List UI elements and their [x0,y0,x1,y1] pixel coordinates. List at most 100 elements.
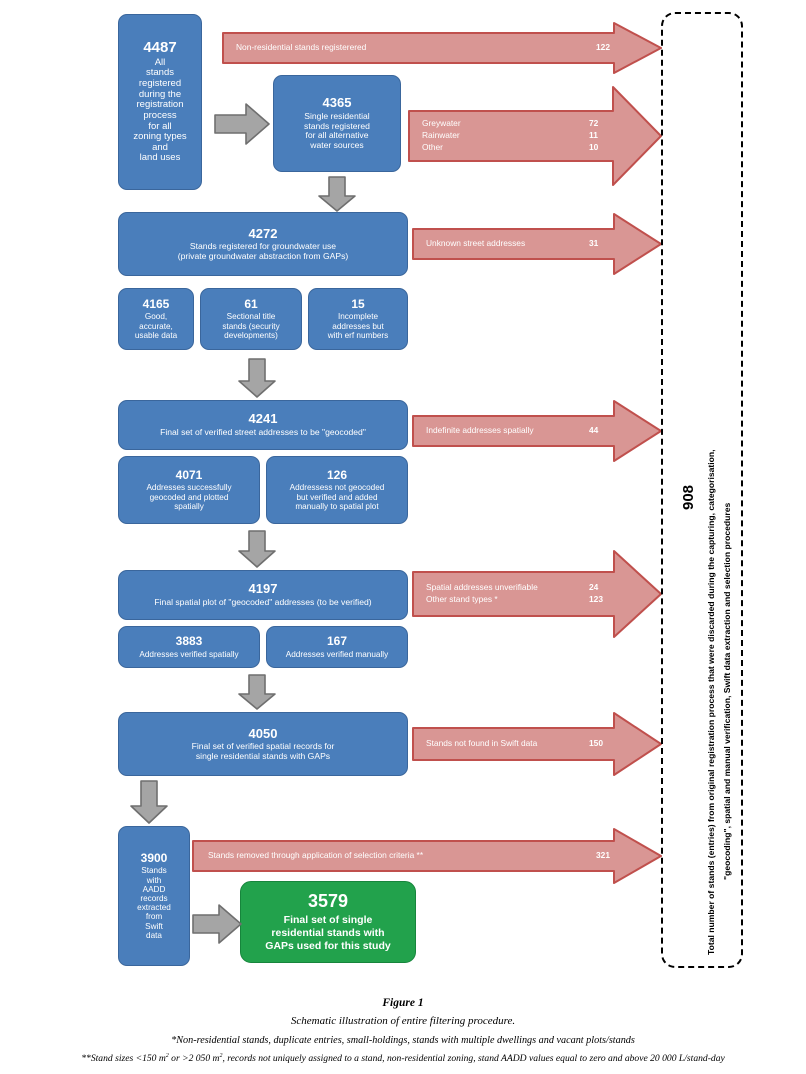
exclusion-arrow-1: Non-residential stands registerered 122 [222,22,662,74]
arrow-shape [412,213,662,275]
exclusion-label: Greywater [422,118,461,128]
arrow-down-icon [318,176,356,212]
arrow-right-icon [192,904,242,944]
exclusion-label: Stands not found in Swift data [426,738,538,748]
stage-number: 4050 [248,725,278,741]
figure-footnote-1: *Non-residential stands, duplicate entri… [171,1035,635,1046]
stage-caption: Sectional title stands (security develop… [222,312,280,340]
exclusion-label: Stands removed through application of se… [208,850,424,860]
exclusion-value: 44 [589,425,599,435]
exclusion-label: Other [422,142,443,152]
stage-caption: Good, accurate, usable data [134,312,178,340]
discarded-description-line1: Total number of stands (entries) from or… [706,449,716,955]
stage-caption: Addressess not geocoded but verified and… [289,483,385,511]
stage-caption: All stands registered during the registr… [133,56,187,164]
stage-number: 4071 [175,468,203,482]
flow-arrow-down-4197-4050 [238,674,276,710]
stage-number: 15 [351,297,365,311]
exclusion-arrow-7: Stands removed through application of se… [192,828,662,884]
stage-caption: Single residential stands registered for… [304,111,370,150]
stage-number: 4165 [142,297,170,311]
stage-box-3900: 3900 Stands with AADD records extracted … [118,826,190,966]
exclusion-value: 10 [589,142,599,152]
stage-box-4071: 4071 Addresses successfully geocoded and… [118,456,260,524]
stage-number: 3900 [140,851,168,866]
exclusion-value: 72 [589,118,599,128]
exclusion-arrow-5: Spatial addresses unverifiable 24 Other … [412,550,662,638]
exclusion-label: Other stand types * [426,594,498,604]
stage-box-4165: 4165 Good, accurate, usable data [118,288,194,350]
flow-arrow-down-4241-4197 [238,530,276,568]
exclusion-value: 150 [589,738,603,748]
stage-caption: Final set of verified street addresses t… [160,426,366,437]
exclusion-label: Rainwater [422,130,460,140]
arrow-down-icon [130,780,168,824]
stage-box-4241: 4241 Final set of verified street addres… [118,400,408,450]
flow-arrow-down-4050-3900 [130,780,168,824]
exclusion-arrow-6: Stands not found in Swift data 150 [412,712,662,776]
footnote2-part-c: , records not uniquely assigned to a sta… [222,1053,725,1065]
stage-caption: Final spatial plot of "geocoded" address… [154,596,372,607]
arrow-shape [222,22,662,74]
stage-caption: Incomplete addresses but with erf number… [327,312,389,340]
stage-number: 126 [326,468,348,482]
flow-arrow-down-4165-4241 [238,358,276,398]
stage-number: 4197 [248,581,278,597]
figure-footnote-2: **Stand sizes <150 m2 or >2 050 m2, reco… [0,1053,806,1064]
exclusion-arrow-4: Indefinite addresses spatially 44 [412,400,662,462]
stage-caption: Final set of single residential stands w… [265,913,391,953]
arrow-right-icon [214,103,270,145]
exclusion-value: 123 [589,594,603,604]
stage-caption: Stands with AADD records extracted from … [137,866,171,940]
stage-box-126: 126 Addressess not geocoded but verified… [266,456,408,524]
exclusion-arrow-2: Greywater 72 Rainwater 11 Other 10 [408,86,662,186]
stage-box-3579: 3579 Final set of single residential sta… [240,881,416,963]
stage-box-61: 61 Sectional title stands (security deve… [200,288,302,350]
exclusion-value: 24 [589,582,599,592]
figure-subtitle: Schematic illustration of entire filteri… [290,1015,516,1027]
discarded-description-line2: "geocoding", spatial and manual verifica… [722,502,732,880]
stage-number: 3883 [175,634,203,649]
footnote2-superscript-2: 2 [219,1053,223,1059]
exclusion-value: 31 [589,238,599,248]
stage-number: 4487 [143,38,177,56]
stage-number: 3579 [307,890,349,911]
exclusion-label: Spatial addresses unverifiable [426,582,538,592]
stage-number: 4241 [248,411,278,427]
footnote2-part-a: **Stand sizes <150 m [81,1053,166,1065]
flow-arrow-right-3900-3579 [192,904,242,944]
discarded-total: 908 [680,484,697,510]
exclusion-value: 321 [596,850,610,860]
exclusion-arrow-3: Unknown street addresses 31 [412,213,662,275]
arrow-shape [408,86,662,186]
figure-title: Figure 1 [382,997,424,1009]
stage-box-4197: 4197 Final spatial plot of "geocoded" ad… [118,570,408,620]
stage-box-3883: 3883 Addresses verified spatially [118,626,260,668]
stage-number: 167 [326,634,348,649]
exclusion-value: 122 [596,42,610,52]
stage-caption: Final set of verified spatial records fo… [191,741,335,761]
flow-arrow-down-4365-4272 [318,176,356,212]
stage-box-4050: 4050 Final set of verified spatial recor… [118,712,408,776]
discarded-summary-box [661,12,743,968]
stage-caption: Addresses verified spatially [139,649,239,659]
stage-number: 61 [244,297,258,311]
arrow-down-icon [238,674,276,710]
stage-caption: Stands registered for groundwater use (p… [177,241,349,261]
arrow-shape [412,550,662,638]
stage-box-167: 167 Addresses verified manually [266,626,408,668]
exclusion-value: 11 [589,130,598,140]
stage-box-15: 15 Incomplete addresses but with erf num… [308,288,408,350]
stage-number: 4272 [248,225,278,241]
stage-box-4272: 4272 Stands registered for groundwater u… [118,212,408,276]
exclusion-label: Unknown street addresses [426,238,526,248]
stage-caption: Addresses verified manually [285,649,389,659]
stage-box-4487: 4487 All stands registered during the re… [118,14,202,190]
stage-box-4365: 4365 Single residential stands registere… [273,75,401,172]
arrow-shape [192,828,662,884]
stage-caption: Addresses successfully geocoded and plot… [146,483,232,511]
arrow-down-icon [238,530,276,568]
exclusion-label: Indefinite addresses spatially [426,425,534,435]
footnote2-part-b: or >2 050 m [168,1053,220,1065]
